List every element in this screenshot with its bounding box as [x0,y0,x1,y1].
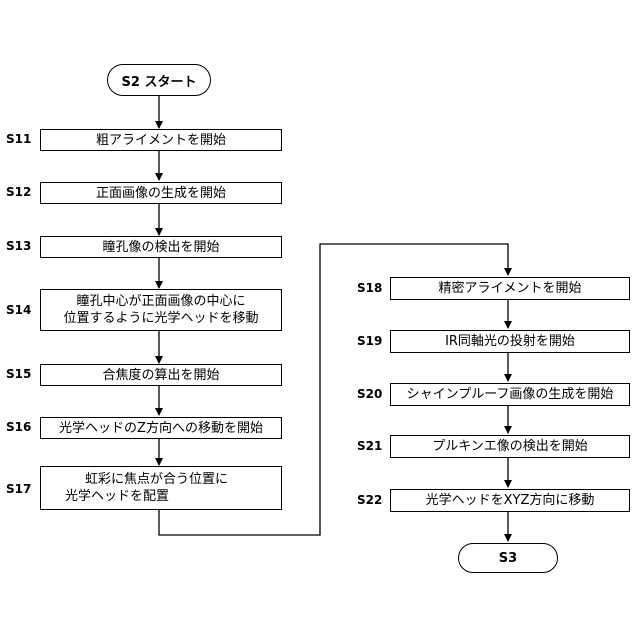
step-box-s21: プルキンエ像の検出を開始 [390,435,630,458]
step-box-s13: 瞳孔像の検出を開始 [40,236,282,258]
step-box-s16: 光学ヘッドのZ方向への移動を開始 [40,417,282,439]
step-text: IR同軸光の投射を開始 [445,333,575,350]
step-box-s11: 粗アライメントを開始 [40,129,282,151]
step-box-s12: 正面画像の生成を開始 [40,182,282,204]
step-text-line-1: 瞳孔中心が正面画像の中心に [76,293,245,310]
step-id-s17: S17 [6,482,31,496]
step-id-s18: S18 [357,281,382,295]
step-text: 光学ヘッドをXYZ方向に移動 [426,492,595,509]
step-box-s14: 瞳孔中心が正面画像の中心に 位置するように光学ヘッドを移動 [40,289,282,331]
step-text: プルキンエ像の検出を開始 [432,438,588,455]
end-terminal: S3 [458,543,558,573]
step-box-s20: シャインプルーフ画像の生成を開始 [390,383,630,406]
step-box-s15: 合焦度の算出を開始 [40,364,282,386]
start-terminal: S2 スタート [107,64,211,96]
step-id-s13: S13 [6,239,31,253]
step-text: 正面画像の生成を開始 [96,185,226,202]
step-id-s14: S14 [6,303,31,317]
step-text: 光学ヘッドのZ方向への移動を開始 [59,420,263,437]
step-text-line-2: 光学ヘッドを配置 [65,488,169,505]
step-box-s22: 光学ヘッドをXYZ方向に移動 [390,489,630,512]
end-label: S3 [499,551,517,566]
step-text: 粗アライメントを開始 [96,132,226,149]
step-box-s17: 虹彩に焦点が合う位置に 光学ヘッドを配置 [40,466,282,510]
step-text-line-1: 虹彩に焦点が合う位置に [65,471,228,488]
step-id-s20: S20 [357,387,382,401]
step-id-s15: S15 [6,367,31,381]
step-text: シャインプルーフ画像の生成を開始 [407,386,614,403]
step-box-s18: 精密アライメントを開始 [390,277,630,300]
step-text-line-2: 位置するように光学ヘッドを移動 [63,310,258,327]
step-text: 精密アライメントを開始 [438,280,581,297]
step-text: 合焦度の算出を開始 [102,367,219,384]
step-id-s12: S12 [6,185,31,199]
step-text: 瞳孔像の検出を開始 [102,239,219,256]
step-id-s16: S16 [6,420,31,434]
step-box-s19: IR同軸光の投射を開始 [390,330,630,353]
step-id-s21: S21 [357,439,382,453]
step-id-s19: S19 [357,334,382,348]
step-id-s22: S22 [357,493,382,507]
step-id-s11: S11 [6,132,31,146]
start-label: S2 スタート [122,71,197,90]
